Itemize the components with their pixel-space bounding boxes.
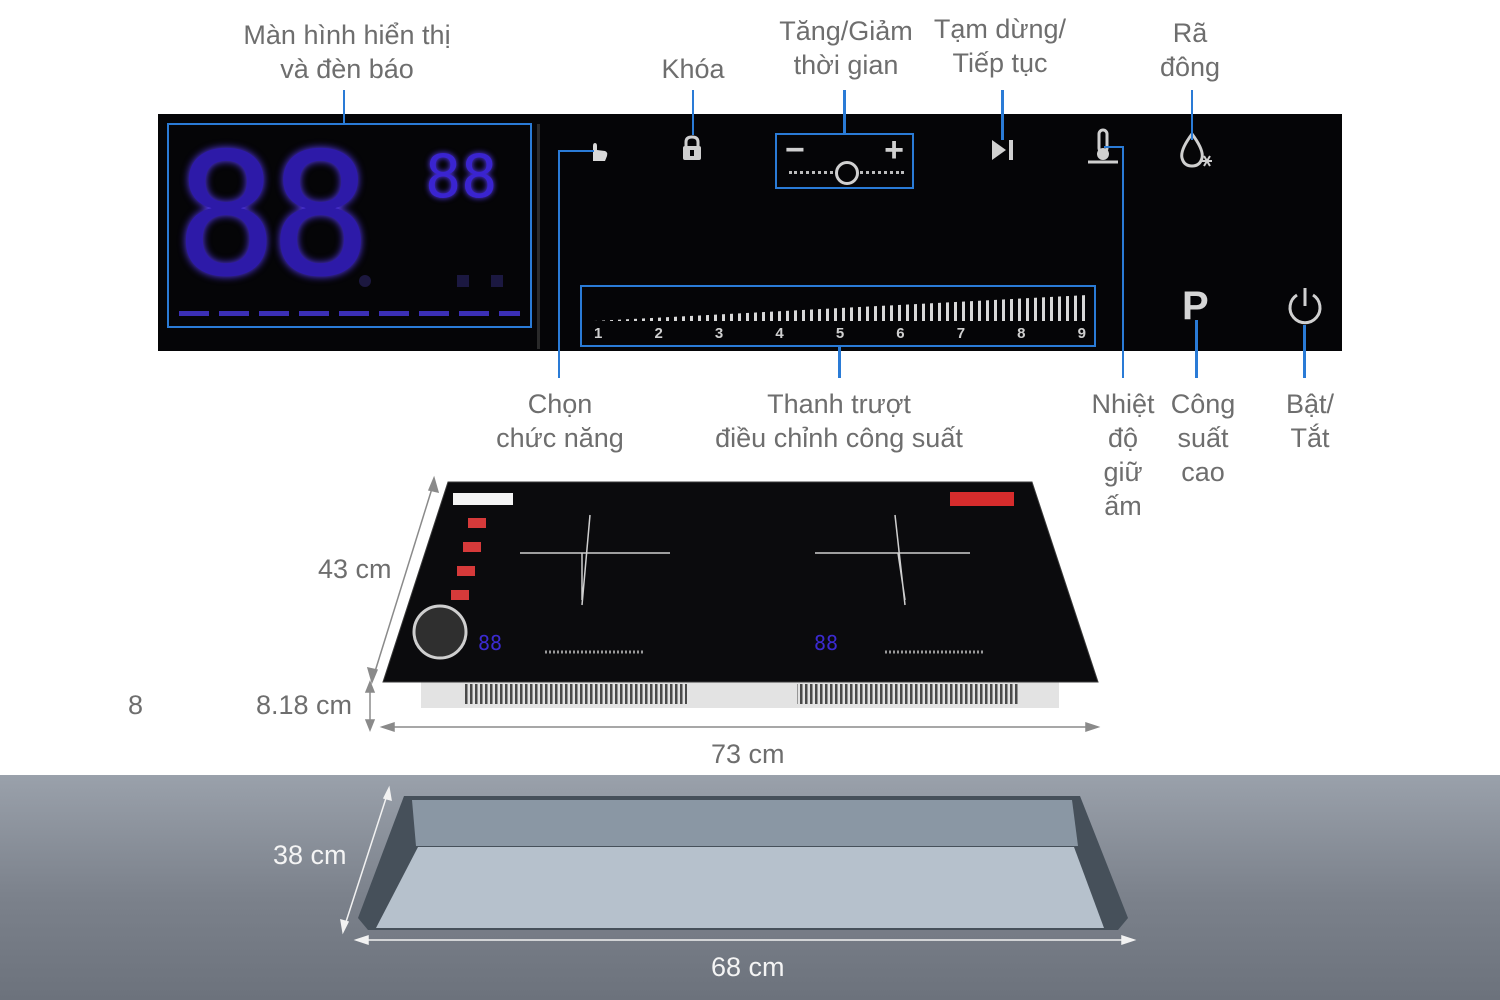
thermometer-icon[interactable] — [1086, 128, 1120, 164]
main-digits: 88 — [175, 117, 372, 315]
info-sticker — [453, 493, 513, 505]
leader-lock — [692, 90, 694, 135]
label-defrost: Rã đông — [1140, 16, 1240, 84]
panel-divider — [537, 124, 540, 349]
label-keep-warm: Nhiệt độ giữ ấm — [1083, 387, 1163, 523]
indicator-dot — [359, 275, 371, 287]
label-line: chức năng — [496, 423, 624, 453]
label-pause: Tạm dừng/ Tiếp tục — [920, 12, 1080, 80]
play-pause-icon[interactable] — [990, 138, 1016, 162]
label-line: Tăng/Giảm — [779, 16, 913, 46]
label-line: Công — [1170, 389, 1236, 419]
label-line: Khóa — [661, 54, 725, 84]
cooktop-vent-right — [797, 684, 1019, 704]
label-line: độ — [1107, 423, 1139, 453]
slider-tick: 5 — [835, 325, 845, 342]
slider-tick: 7 — [956, 325, 966, 342]
label-power: Bật/ Tắt — [1270, 387, 1350, 455]
info-sticker-red — [457, 566, 475, 576]
control-panel: 88 88 − + 1 2 3 4 5 — [158, 114, 1342, 351]
leader-timer — [843, 90, 846, 134]
indicator-lights — [359, 275, 519, 289]
mini-display-left: 88 — [478, 631, 502, 655]
slider-tick: 9 — [1077, 325, 1086, 342]
leader-function-v — [558, 150, 560, 378]
label-display: Màn hình hiển thị và đèn báo — [217, 18, 477, 86]
dim-cutout-width: 68 cm — [711, 952, 785, 982]
label-line: đông — [1159, 52, 1221, 82]
leader-pause — [1001, 90, 1004, 140]
cooktop-glass — [382, 481, 1099, 683]
label-slider: Thanh trượt điều chỉnh công suất — [698, 387, 980, 455]
dim-cutout-depth: 38 cm — [273, 840, 347, 870]
hand-icon[interactable] — [583, 134, 613, 164]
dimension-arrows — [364, 475, 1101, 733]
label-lock: Khóa — [633, 52, 753, 86]
slider-tick: 2 — [654, 325, 663, 342]
label-timer: Tăng/Giảm thời gian — [763, 14, 929, 82]
label-boost: Công suất cao — [1163, 387, 1243, 489]
label-line: Tạm dừng/ — [933, 14, 1067, 44]
slider-tick: 6 — [896, 325, 905, 342]
leader-warm-h — [1104, 146, 1124, 148]
leader-warm-v — [1122, 146, 1124, 378]
label-line: và đèn báo — [280, 54, 414, 84]
label-line: Tiếp tục — [952, 48, 1048, 78]
plus-button[interactable]: + — [884, 131, 904, 169]
slider-tick: 1 — [594, 325, 603, 342]
label-line: Màn hình hiển thị — [243, 20, 451, 50]
display-area: 88 88 — [167, 123, 532, 328]
power-icon[interactable] — [1285, 286, 1325, 328]
small-digits: 88 — [425, 142, 498, 212]
leader-display — [343, 90, 345, 125]
label-line: cao — [1181, 457, 1225, 487]
slider-tick: 4 — [775, 325, 784, 342]
label-line: Thanh trượt — [767, 389, 911, 419]
minus-button[interactable]: − — [785, 131, 805, 169]
label-line: giữ — [1103, 457, 1143, 487]
leader-power — [1303, 325, 1306, 378]
label-line: Bật/ — [1285, 389, 1335, 419]
label-line: ấm — [1104, 491, 1142, 521]
indicator-dot — [491, 275, 503, 287]
lock-icon[interactable] — [680, 134, 704, 162]
indicator-bar — [179, 311, 520, 316]
slider-ticks: 1 2 3 4 5 6 7 8 9 — [594, 325, 1086, 343]
dim-width: 73 cm — [711, 739, 785, 769]
label-line: thời gian — [793, 50, 899, 80]
zone-marks-right — [815, 514, 970, 606]
label-line: Tắt — [1290, 423, 1330, 453]
leader-function-h — [558, 150, 594, 152]
slider-tick: 3 — [714, 325, 724, 342]
leader-defrost — [1191, 90, 1193, 140]
indicator-dot — [457, 275, 469, 287]
dim-side-note: 8 — [128, 690, 144, 720]
label-line: suất — [1177, 423, 1229, 453]
defrost-icon[interactable] — [1178, 132, 1212, 168]
dim-depth: 43 cm — [318, 554, 392, 584]
label-line: Nhiệt — [1091, 389, 1155, 419]
info-sticker-red — [950, 492, 1014, 506]
slider-tick: 8 — [1017, 325, 1026, 342]
label-line: Rã — [1172, 18, 1208, 48]
clock-icon — [835, 161, 859, 185]
quality-seal — [412, 604, 468, 660]
cooktop-vent-left — [465, 684, 687, 704]
info-sticker-red — [451, 590, 469, 600]
cooktop-illustration: 88 88 — [364, 475, 1101, 733]
label-line: Chọn — [527, 389, 593, 419]
leader-boost — [1195, 320, 1198, 378]
mini-display-right: 88 — [814, 631, 838, 655]
label-line: điều chỉnh công suất — [715, 423, 963, 453]
timer-control[interactable]: − + — [775, 131, 914, 189]
info-sticker-red — [463, 542, 481, 552]
info-sticker-red — [468, 518, 486, 528]
dim-height: 8.18 cm — [256, 690, 353, 720]
zone-marks-left — [520, 514, 670, 606]
leader-slider — [838, 345, 841, 378]
label-function: Chọn chức năng — [480, 387, 640, 455]
